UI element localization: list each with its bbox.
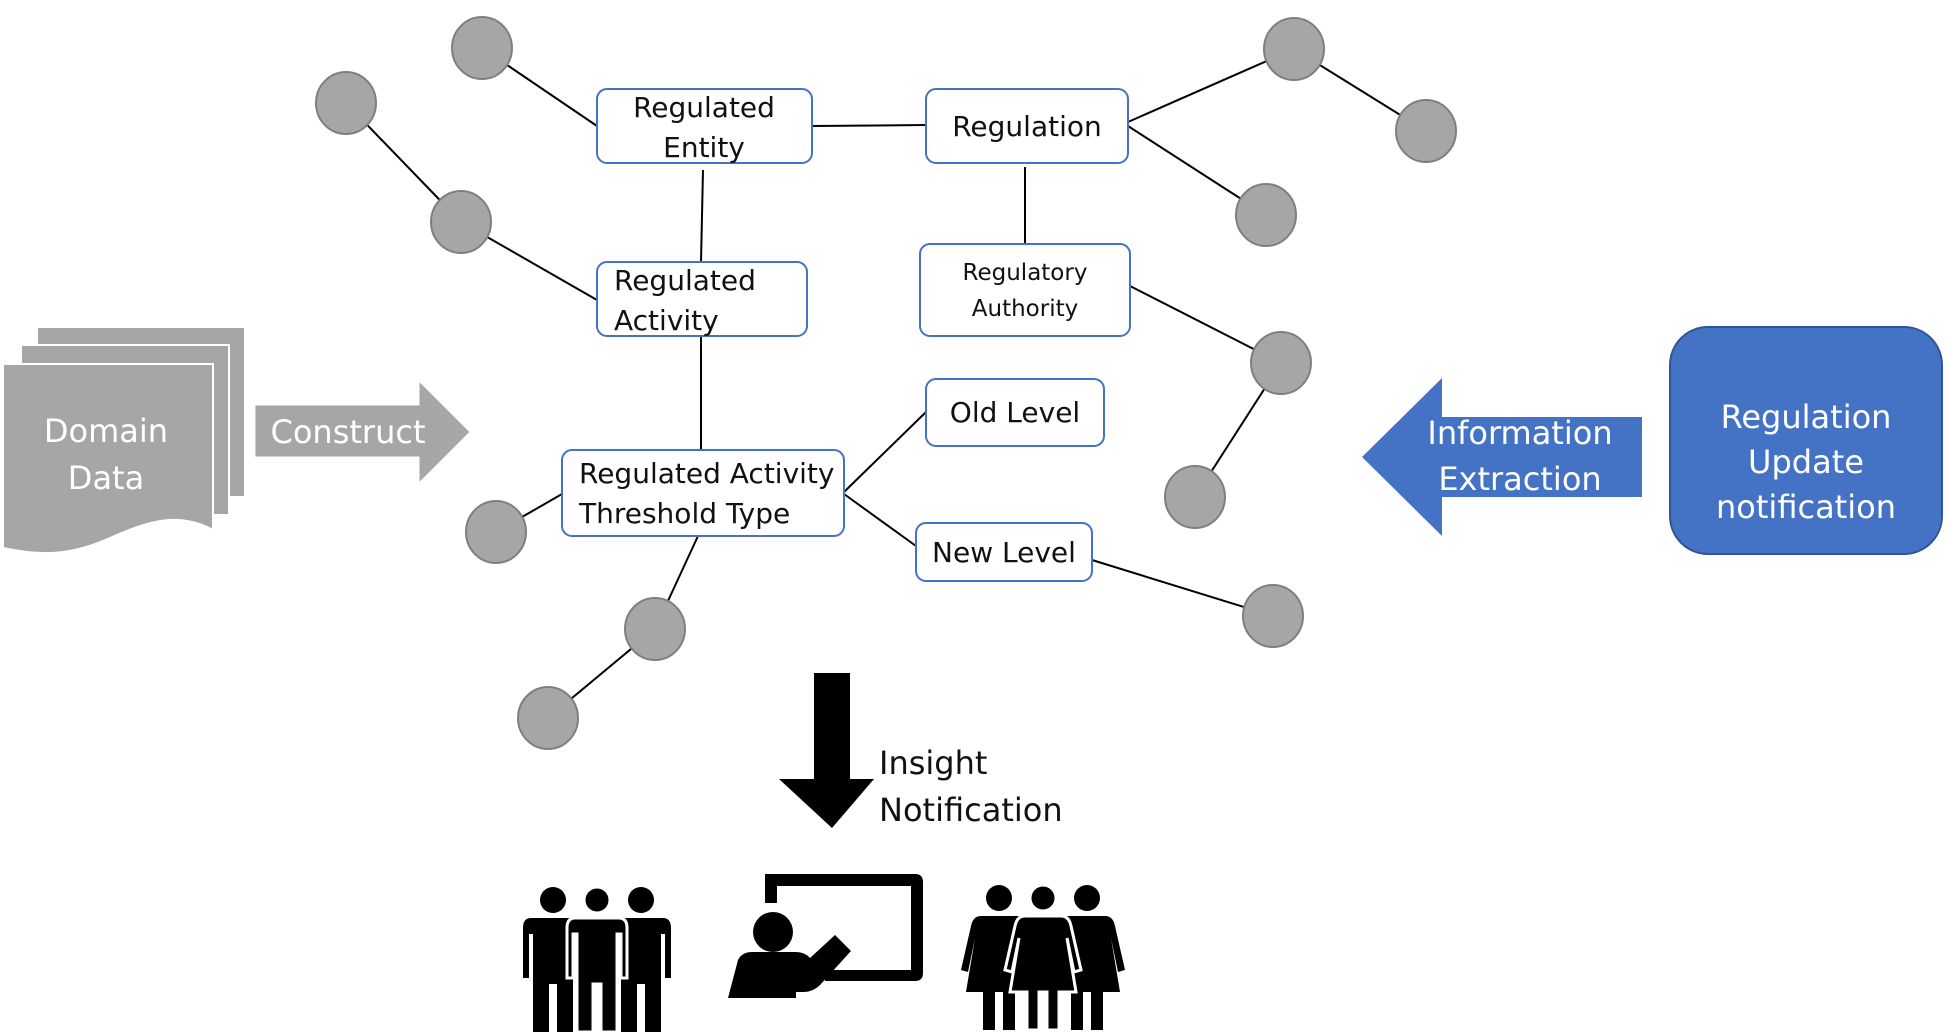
edge-threshold-oldlevel: [843, 411, 927, 493]
node-regulated-activity-line1: Regulated: [614, 264, 756, 297]
circle-node: [315, 71, 377, 135]
node-old-level: Old Level: [925, 378, 1105, 447]
node-regulated-entity-line2: Entity: [663, 131, 745, 164]
domain-data-line1: Domain: [44, 412, 168, 450]
regulation-update-box: Regulation Update notification: [1669, 326, 1943, 555]
construct-label: Construct: [271, 413, 426, 451]
node-regulation: Regulation: [925, 88, 1129, 164]
construct-arrow: Construct: [254, 379, 471, 485]
edge-entity-activity: [700, 169, 704, 263]
circle-node: [1250, 331, 1312, 395]
information-extraction-line1: Information: [1427, 414, 1612, 452]
group-of-women-icon: [961, 883, 1125, 1032]
node-regulated-entity-line1: Regulated: [633, 91, 775, 124]
node-threshold-type: Regulated Activity Threshold Type: [561, 449, 845, 537]
graph-entity-boxes: Regulated Entity Regulation Regulated Ac…: [561, 88, 1131, 582]
node-regulatory-authority-line1: Regulatory: [963, 260, 1088, 286]
node-new-level-label: New Level: [932, 536, 1076, 569]
node-regulated-activity: Regulated Activity: [596, 261, 808, 337]
insight-notification-line2: Notification: [879, 791, 1063, 829]
regulation-update-line3: notification: [1716, 488, 1896, 526]
circle-node: [465, 500, 527, 564]
circle-node: [624, 597, 686, 661]
information-extraction-arrow: Information Extraction: [1362, 378, 1642, 536]
edge-entity-regulation: [811, 124, 927, 127]
circle-node: [1263, 17, 1325, 81]
node-regulatory-authority-line2: Authority: [972, 296, 1078, 322]
insight-notification-line1: Insight: [879, 744, 987, 782]
node-regulation-label: Regulation: [952, 110, 1102, 143]
insight-notification-arrow: Insight Notification: [779, 673, 1063, 829]
edge-threshold-newlevel: [843, 493, 917, 547]
circle-node: [1235, 183, 1297, 247]
circle-node: [1242, 584, 1304, 648]
node-regulatory-authority: Regulatory Authority: [919, 243, 1131, 337]
node-new-level: New Level: [915, 522, 1093, 582]
circle-node: [430, 190, 492, 254]
circle-node: [451, 16, 513, 80]
node-threshold-type-line1: Regulated Activity: [579, 457, 834, 490]
regulation-update-line2: Update: [1748, 443, 1864, 481]
group-of-men-icon: [523, 885, 671, 1034]
node-threshold-type-line2: Threshold Type: [578, 497, 790, 530]
information-extraction-line2: Extraction: [1438, 460, 1601, 498]
node-regulated-activity-line2: Activity: [614, 304, 719, 337]
edge-newlevel-circle12: [1091, 559, 1274, 617]
node-old-level-label: Old Level: [950, 396, 1080, 429]
regulation-update-line1: Regulation: [1721, 398, 1892, 436]
circle-node: [1164, 465, 1226, 529]
node-regulated-entity: Regulated Entity: [596, 88, 813, 164]
presenter-at-whiteboard-icon: [728, 874, 923, 998]
circle-node: [517, 686, 579, 750]
domain-data-line2: Data: [68, 459, 144, 497]
circle-node: [1395, 99, 1457, 163]
domain-data-documents: Domain Data: [2, 326, 246, 555]
document-front: [2, 363, 214, 555]
graph-circle-nodes: [315, 16, 1457, 750]
